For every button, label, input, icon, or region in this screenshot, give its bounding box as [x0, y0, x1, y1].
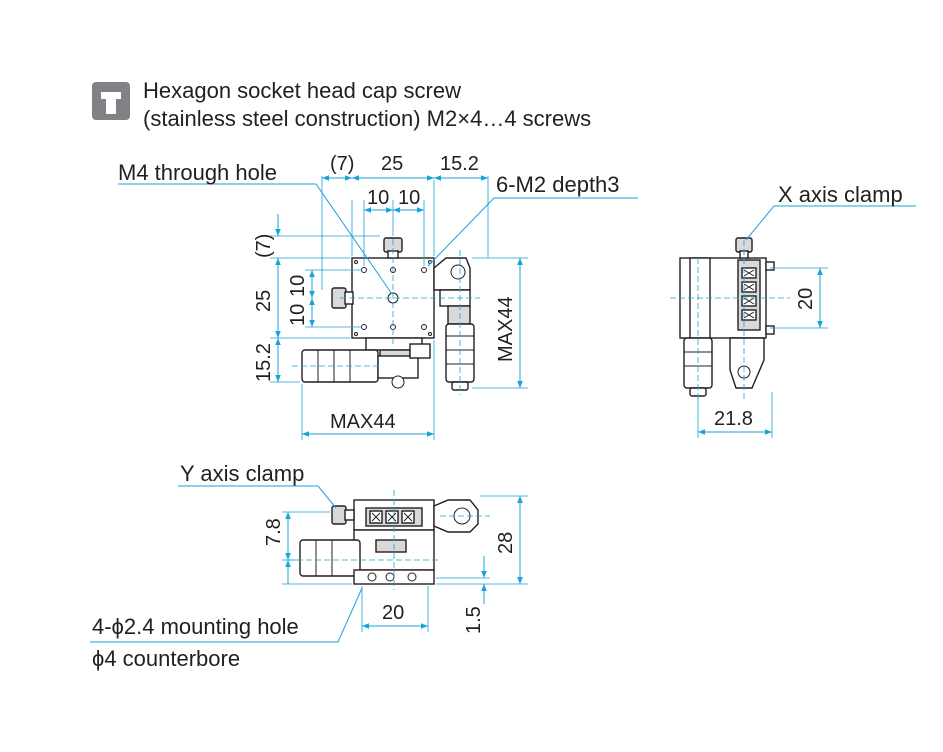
screw-note-line1: Hexagon socket head cap screw	[143, 78, 461, 103]
counterbore-label: ϕ4 counterbore	[92, 646, 240, 671]
dim-10-b: 10	[398, 187, 420, 209]
dim-7-left: (7)	[253, 234, 275, 258]
through-hole-label: M4 through hole	[118, 160, 277, 185]
screw-note-line2: (stainless steel construction) M2×4…4 sc…	[143, 106, 591, 131]
dim-10-left-b: 10	[287, 304, 309, 326]
front-dim-28: 28	[495, 532, 517, 554]
x-clamp-leader	[745, 205, 916, 241]
mounting-hole-label: 4-ϕ2.4 mounting hole	[92, 614, 299, 639]
dim-10-left-a: 10	[287, 275, 309, 297]
dim-10-a: 10	[367, 187, 389, 209]
dim-25-top: 25	[381, 153, 403, 175]
dim-max44-bottom: MAX44	[330, 411, 396, 433]
dim-15-2-left: 15.2	[253, 343, 275, 382]
dim-25-left: 25	[253, 290, 275, 312]
side-dim-21-8: 21.8	[714, 408, 753, 430]
x-clamp-label: X axis clamp	[778, 182, 903, 207]
y-clamp-leader	[178, 485, 337, 509]
front-view: Y axis clamp 7.8 28 1.5 20 4-ϕ2.4 mounti…	[90, 461, 528, 671]
hex-socket-screw-icon	[92, 82, 130, 120]
dim-15-2-top: 15.2	[440, 153, 479, 175]
front-dim-7-8: 7.8	[263, 518, 285, 546]
tapped-hole-leader	[427, 197, 638, 267]
front-dim-20: 20	[382, 602, 404, 624]
tapped-hole-label: 6-M2 depth3	[496, 172, 620, 197]
dim-max44-right: MAX44	[495, 296, 517, 362]
y-clamp-label: Y axis clamp	[180, 461, 304, 486]
mounting-hole-leader	[90, 587, 363, 643]
top-view: (7) 25 15.2 10 10 M4 through hole 6-M2 d…	[118, 153, 638, 440]
dim-7-top: (7)	[330, 153, 354, 175]
side-view: X axis clamp 20 21.8	[670, 182, 916, 438]
through-hole-leader	[118, 183, 393, 295]
side-dim-20: 20	[795, 288, 817, 310]
front-dim-1-5: 1.5	[463, 606, 485, 634]
